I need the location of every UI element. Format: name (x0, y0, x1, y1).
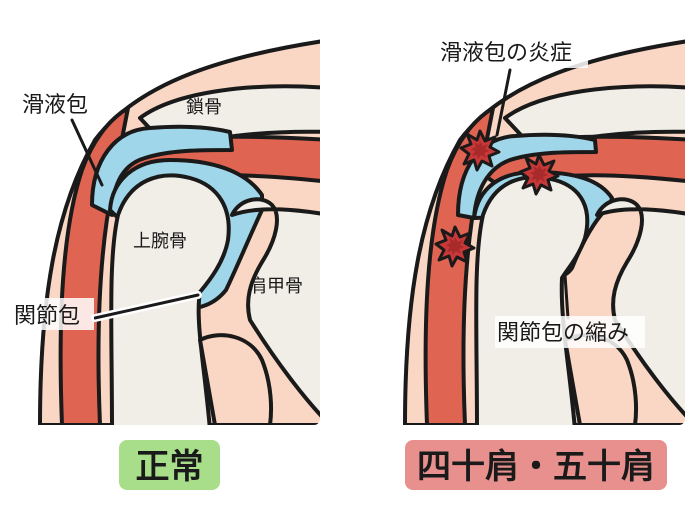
capsule-shrink-pointer (563, 273, 570, 320)
scapula-label: 肩甲骨 (249, 276, 303, 297)
frozen-caption: 四十肩・五十肩 (417, 447, 655, 487)
capsule-label: 関節包 (14, 304, 80, 329)
bursa-pointer (70, 118, 104, 187)
bursa-label: 滑液包 (22, 93, 88, 118)
frozen-panel: 滑液包の炎症 関節包の縮み (403, 36, 685, 425)
normal-badge: 正常 (119, 440, 220, 490)
normal-caption: 正常 (136, 447, 204, 487)
bursa (90, 124, 234, 217)
frozen-badge: 四十肩・五十肩 (405, 440, 667, 490)
scapula-bone (230, 197, 320, 425)
bursitis-pointer (495, 68, 512, 137)
bursitis-label: 滑液包の炎症 (440, 41, 572, 66)
clavicle-label: 鎖骨 (186, 97, 222, 118)
lower-skin (198, 333, 274, 425)
capsule-shrink-label: 関節包の縮み (497, 321, 629, 346)
normal-panel: 滑液包 鎖骨 上腕骨 肩甲骨 関節包 (12, 38, 320, 425)
bursa-label-bg (20, 88, 98, 118)
capsule-pointer-inner (93, 293, 200, 320)
humerus-label: 上腕骨 (133, 231, 187, 252)
